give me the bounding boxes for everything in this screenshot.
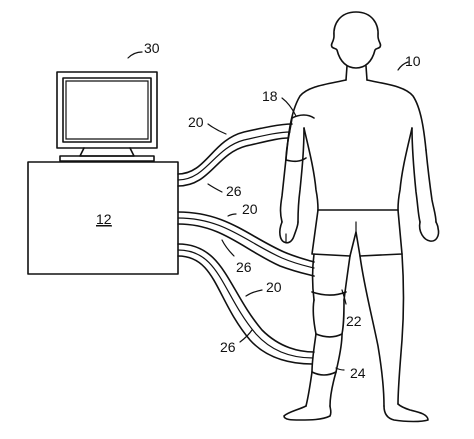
leader-hose-thigh	[227, 213, 237, 217]
hose-thigh	[177, 211, 315, 277]
leader-monitor	[127, 51, 143, 59]
label-hose-arm: 20	[188, 114, 204, 130]
hose-arm	[177, 123, 293, 187]
leader-hose-arm	[207, 123, 227, 135]
label-hose-knee-inner: 26	[220, 339, 236, 355]
label-upper-arm-cuff: 18	[262, 88, 278, 104]
label-monitor: 30	[144, 40, 160, 56]
label-hose-thigh: 20	[242, 201, 258, 217]
leader-calf-wrap	[335, 367, 345, 371]
upper-arm-cuff	[285, 114, 315, 163]
leader-hose-thigh-inner	[221, 239, 235, 257]
label-hose-knee: 20	[266, 279, 282, 295]
leader-hose-arm-inner	[207, 183, 223, 193]
label-knee-wrap: 22	[346, 313, 362, 329]
leader-person	[397, 61, 409, 71]
person-figure	[279, 11, 440, 423]
label-calf-wrap: 24	[350, 365, 366, 381]
label-base-unit: 12	[96, 211, 112, 227]
monitor	[56, 71, 158, 162]
label-hose-arm-inner: 26	[226, 183, 242, 199]
base-unit-box	[27, 161, 179, 275]
hose-knee	[177, 243, 315, 365]
leader-cuff	[281, 97, 297, 117]
leader-hose-knee	[245, 289, 263, 297]
label-person: 10	[405, 53, 421, 69]
label-hose-thigh-inner: 26	[236, 259, 252, 275]
leader-hose-knee-inner	[239, 329, 253, 343]
leader-knee-wrap	[341, 289, 347, 305]
